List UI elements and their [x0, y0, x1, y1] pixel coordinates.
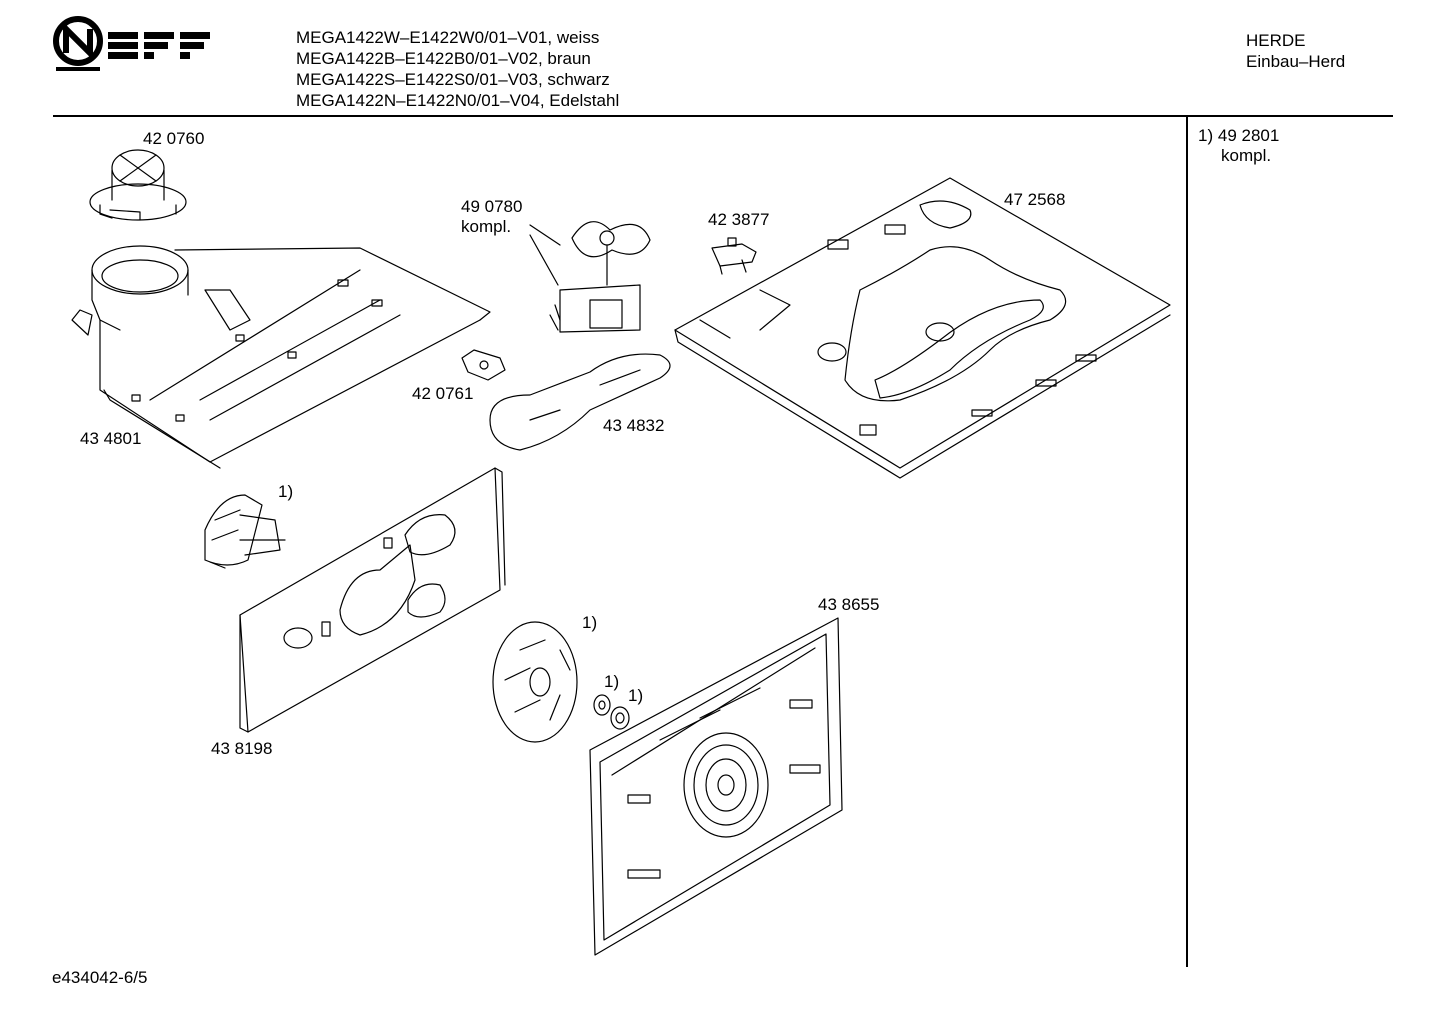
- label-ref1-nut: 1): [628, 686, 644, 705]
- part-434801-duct: [71, 245, 491, 469]
- part-472568-top-panel: [674, 177, 1171, 479]
- label-438198: 43 8198: [211, 739, 273, 758]
- category: HERDE: [1246, 31, 1306, 50]
- part-423877-switch: [711, 237, 757, 275]
- footnote-part: 49 2801: [1217, 126, 1280, 145]
- part-438655-rear-wall: [589, 617, 843, 956]
- model-line-2: MEGA1422B–E1422B0/01–V02, braun: [296, 49, 591, 68]
- model-line-1: MEGA1422W–E1422W0/01–V01, weiss: [296, 28, 600, 47]
- model-line-4: MEGA1422N–E1422N0/01–V04, Edelstahl: [296, 91, 620, 110]
- part-490780-motor: [529, 221, 651, 333]
- label-490780: 49 0780: [461, 197, 523, 216]
- footnote: 1) 49 2801 kompl.: [1198, 126, 1279, 166]
- category-block: HERDE Einbau–Herd: [1246, 30, 1345, 72]
- label-434832: 43 4832: [603, 416, 665, 435]
- part-438198-rear-panel: [239, 467, 506, 733]
- label-ref1-washer: 1): [604, 672, 620, 691]
- part-washer-nut: [593, 694, 630, 730]
- model-list: MEGA1422W–E1422W0/01–V01, weiss MEGA1422…: [296, 27, 619, 111]
- label-420761: 42 0761: [412, 384, 474, 403]
- label-423877: 42 3877: [708, 210, 770, 229]
- label-472568: 47 2568: [1004, 190, 1066, 209]
- label-ref1-fan-wheel: 1): [582, 613, 598, 632]
- part-434832-plate: [489, 353, 671, 451]
- neff-logo: [53, 16, 210, 71]
- label-438655: 43 8655: [818, 595, 880, 614]
- part-420761-bracket: [461, 349, 506, 381]
- part-420760-cap: [89, 149, 187, 221]
- subcategory: Einbau–Herd: [1246, 52, 1346, 71]
- part-fan-assembly-left: [204, 494, 286, 569]
- side-divider: [1186, 117, 1188, 967]
- footnote-text: kompl.: [1221, 146, 1272, 165]
- part-fan-wheel: [492, 621, 578, 743]
- model-line-3: MEGA1422S–E1422S0/01–V03, schwarz: [296, 70, 610, 89]
- label-434801: 43 4801: [80, 429, 142, 448]
- label-ref1-left-fan: 1): [278, 482, 294, 501]
- label-490780-kompl: kompl.: [461, 217, 512, 236]
- header-divider: [53, 115, 1393, 117]
- document-id: e434042-6/5: [52, 968, 148, 987]
- footnote-marker: 1): [1198, 126, 1214, 145]
- label-420760: 42 0760: [143, 129, 205, 148]
